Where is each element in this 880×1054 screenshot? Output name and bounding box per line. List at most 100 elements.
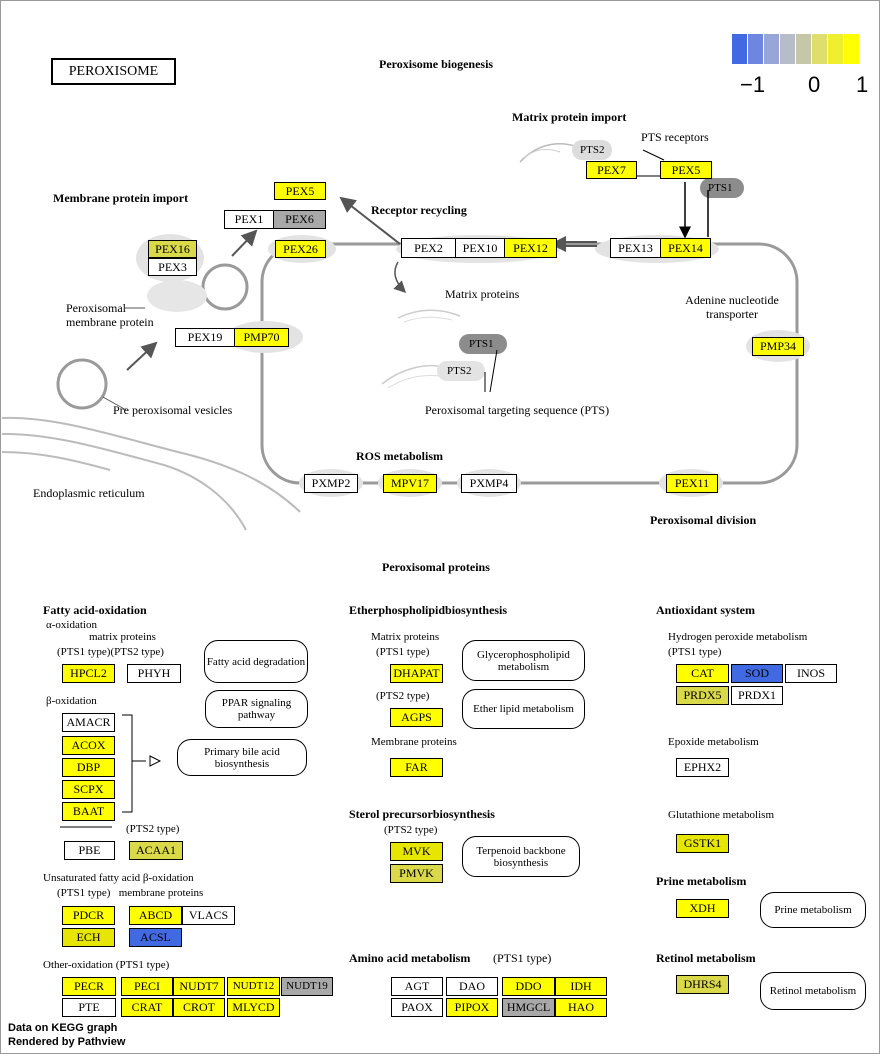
perox-proteins-heading: Peroxisomal proteins <box>382 560 490 574</box>
epoxide-label: Epoxide metabolism <box>668 736 759 748</box>
gene-acox[interactable]: ACOX <box>62 736 115 755</box>
er-label: Endoplasmic reticulum <box>33 486 145 500</box>
glycero-box[interactable]: Glycerophospholipid metabolism <box>462 640 585 681</box>
ros-heading: ROS metabolism <box>356 449 443 463</box>
ether-pts1-label: (PTS1 type) <box>376 646 430 658</box>
gene-phyh[interactable]: PHYH <box>127 664 181 683</box>
retinol-box[interactable]: Retinol metabolism <box>760 972 866 1010</box>
pathway-title-box: PEROXISOME <box>51 58 176 85</box>
gene-pxmp2[interactable]: PXMP2 <box>304 474 358 493</box>
gene-dao[interactable]: DAO <box>446 977 498 996</box>
gene-pex1[interactable]: PEX1 <box>224 210 274 229</box>
gene-crot[interactable]: CROT <box>173 998 225 1017</box>
gene-pbe[interactable]: PBE <box>64 841 115 860</box>
gene-pex3[interactable]: PEX3 <box>148 258 197 276</box>
sterol-pts2-label: (PTS2 type) <box>384 824 438 836</box>
gene-pmp34[interactable]: PMP34 <box>752 337 804 356</box>
gene-hao[interactable]: HAO <box>555 998 607 1017</box>
gene-inos[interactable]: INOS <box>785 664 837 683</box>
gene-pxmp4[interactable]: PXMP4 <box>461 474 517 493</box>
amino-type-label: (PTS1 type) <box>493 951 552 965</box>
gene-pex7[interactable]: PEX7 <box>586 161 637 179</box>
terpenoid-box[interactable]: Terpenoid backbone biosynthesis <box>462 836 580 877</box>
bile-acid-box[interactable]: Primary bile acid biosynthesis <box>177 739 307 776</box>
gene-agt[interactable]: AGT <box>391 977 443 996</box>
gene-amacr[interactable]: AMACR <box>62 713 115 732</box>
gene-pex11[interactable]: PEX11 <box>666 474 718 493</box>
gene-ech[interactable]: ECH <box>62 928 115 947</box>
pts-receptors-label: PTS receptors <box>641 130 709 144</box>
ppar-box[interactable]: PPAR signaling pathway <box>205 690 308 728</box>
gene-ddo[interactable]: DDO <box>502 977 555 996</box>
gene-pipox[interactable]: PIPOX <box>446 998 498 1017</box>
ether-lipid-box[interactable]: Ether lipid metabolism <box>462 689 585 729</box>
gene-pmp70[interactable]: PMP70 <box>234 328 289 347</box>
membrane-protein-ellipse <box>147 280 207 312</box>
scale-label-min: −1 <box>740 72 766 97</box>
gene-abcd[interactable]: ABCD <box>129 906 182 925</box>
prine-box[interactable]: Prine metabolism <box>760 892 866 928</box>
gene-nudt12[interactable]: NUDT12 <box>227 977 280 996</box>
gene-acsl[interactable]: ACSL <box>129 928 182 947</box>
biogenesis-heading: Peroxisome biogenesis <box>379 57 494 71</box>
gene-pex14[interactable]: PEX14 <box>660 238 711 258</box>
gene-hpcl2[interactable]: HPCL2 <box>62 664 115 683</box>
gene-nudt19[interactable]: NUDT19 <box>281 977 333 996</box>
gene-pex5-right[interactable]: PEX5 <box>660 161 712 179</box>
gene-dhrs4[interactable]: DHRS4 <box>676 975 729 994</box>
gene-pex26[interactable]: PEX26 <box>275 240 326 258</box>
amino-heading: Amino acid metabolism <box>349 951 471 965</box>
gene-gstk1[interactable]: GSTK1 <box>676 834 729 853</box>
gene-paox[interactable]: PAOX <box>391 998 443 1017</box>
division-heading: Peroxisomal division <box>650 513 757 527</box>
gene-agps[interactable]: AGPS <box>390 708 443 727</box>
gene-cat[interactable]: CAT <box>676 664 729 683</box>
scale-segment <box>812 34 828 64</box>
gene-pecr[interactable]: PECR <box>62 977 116 996</box>
gene-dbp[interactable]: DBP <box>62 758 115 777</box>
retinol-heading: Retinol metabolism <box>656 951 756 965</box>
h2o2-label: Hydrogen peroxide metabolism <box>668 631 808 643</box>
gene-ephx2[interactable]: EPHX2 <box>676 758 729 777</box>
gene-pex6[interactable]: PEX6 <box>273 210 326 229</box>
gene-crat[interactable]: CRAT <box>121 998 173 1017</box>
gene-prdx1[interactable]: PRDX1 <box>731 686 783 705</box>
ether-heading: Etherphospholipidbiosynthesis <box>349 603 508 617</box>
gene-hmgcl[interactable]: HMGCL <box>502 998 555 1017</box>
pts2-top-shape <box>572 140 612 160</box>
gene-dhapat[interactable]: DHAPAT <box>390 664 443 683</box>
color-scale-legend <box>732 34 860 64</box>
pts1-top-shape <box>700 178 744 198</box>
gene-pex16[interactable]: PEX16 <box>148 240 197 258</box>
gene-pex12[interactable]: PEX12 <box>504 238 557 258</box>
gene-baat[interactable]: BAAT <box>62 802 115 821</box>
gene-sod[interactable]: SOD <box>731 664 783 683</box>
gene-pdcr[interactable]: PDCR <box>62 906 115 925</box>
fa-degradation-box[interactable]: Fatty acid degradation <box>204 640 308 683</box>
gene-acaa1[interactable]: ACAA1 <box>129 841 183 860</box>
pre-vesicle-circle <box>56 358 108 410</box>
gene-pmvk[interactable]: PMVK <box>390 864 443 883</box>
gene-mpv17[interactable]: MPV17 <box>383 474 437 493</box>
gene-far[interactable]: FAR <box>390 758 443 777</box>
gene-pex10[interactable]: PEX10 <box>455 238 505 258</box>
footer-line1: Data on KEGG graph <box>8 1022 118 1034</box>
gene-xdh[interactable]: XDH <box>676 899 729 918</box>
gene-pex13[interactable]: PEX13 <box>610 238 661 258</box>
pts-types-label: (PTS1 type)(PTS2 type) <box>57 646 164 658</box>
gene-nudt7[interactable]: NUDT7 <box>173 977 225 996</box>
gene-mvk[interactable]: MVK <box>390 842 443 861</box>
gene-peci[interactable]: PECI <box>121 977 173 996</box>
gene-mlycd[interactable]: MLYCD <box>227 998 280 1017</box>
gene-pex2[interactable]: PEX2 <box>401 238 456 258</box>
gene-vlacs[interactable]: VLACS <box>182 906 235 925</box>
gene-pte[interactable]: PTE <box>62 998 116 1017</box>
gene-idh[interactable]: IDH <box>555 977 607 996</box>
ether-membrane-label: Membrane proteins <box>371 736 457 748</box>
gene-pex5-top[interactable]: PEX5 <box>274 182 326 200</box>
gene-pex19[interactable]: PEX19 <box>175 328 235 347</box>
er-shape <box>1 416 301 531</box>
other-oxidation-label: Other-oxidation (PTS1 type) <box>43 959 170 971</box>
gene-prdx5[interactable]: PRDX5 <box>676 686 729 705</box>
gene-scpx[interactable]: SCPX <box>62 780 115 799</box>
